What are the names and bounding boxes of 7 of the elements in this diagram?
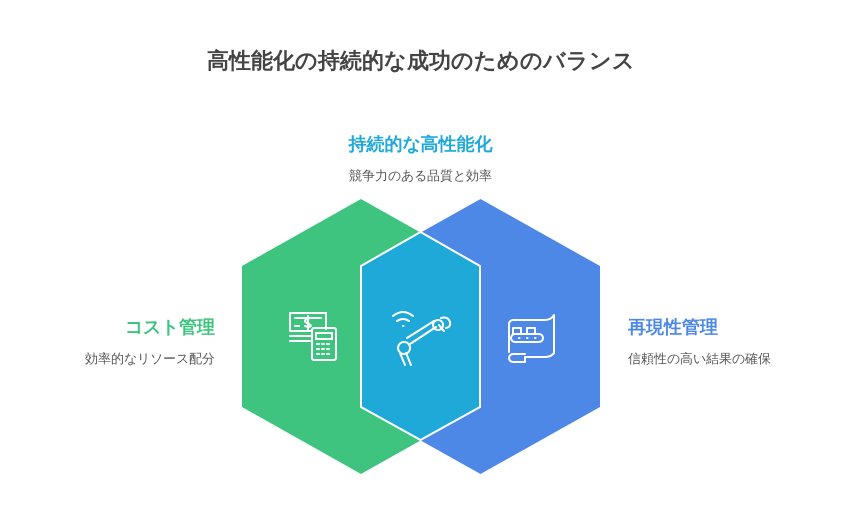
description: 効率的なリソース配分 bbox=[85, 351, 215, 368]
heading: コスト管理 bbox=[125, 316, 215, 339]
title: 高性能化の持続的な成功のためのバランス bbox=[206, 48, 636, 76]
heading: 再現性管理 bbox=[628, 316, 718, 339]
description: 信頼性の高い結果の確保 bbox=[628, 351, 771, 368]
heading: 持続的な高性能化 bbox=[348, 133, 492, 156]
description: 競争力のある品質と効率 bbox=[349, 168, 492, 185]
